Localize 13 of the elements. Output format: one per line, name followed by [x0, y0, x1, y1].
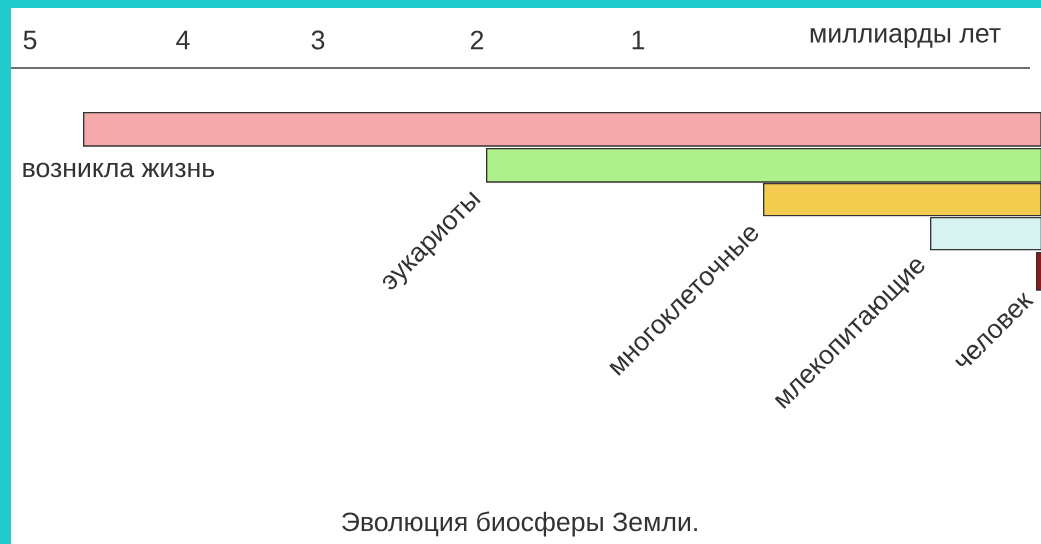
axis-tick-label: 4 [176, 30, 190, 50]
timeline-bar [763, 183, 1041, 217]
timeline-bar [1036, 252, 1041, 291]
axis-tick-label: 5 [23, 30, 37, 50]
caption: Эволюция биосферы Земли. [342, 511, 697, 537]
axis-tick-label: 1 [632, 30, 645, 50]
timeline-bar [930, 217, 1041, 251]
bar-label: возникла жизнь [23, 162, 215, 178]
axis-tick-label: 3 [311, 30, 325, 50]
timeline-bar [83, 112, 1041, 147]
timeline-bar [486, 148, 1041, 183]
axis-tick-label: 2 [470, 30, 484, 50]
axis-title: миллиарды лет [810, 28, 1001, 48]
